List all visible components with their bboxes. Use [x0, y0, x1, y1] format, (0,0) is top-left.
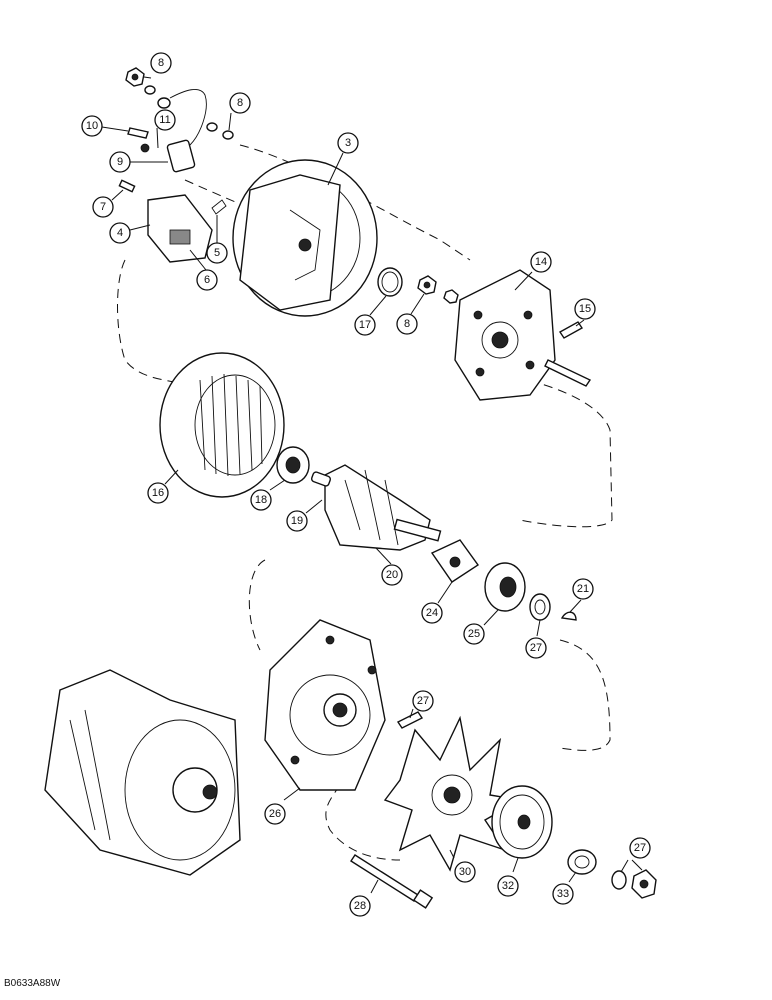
callout-27a: 27 — [525, 637, 547, 659]
callout-label: 28 — [354, 900, 366, 912]
callout-8a: 8 — [150, 52, 172, 74]
housing-screw-part — [396, 711, 424, 729]
callout-label: 27 — [634, 842, 646, 854]
callout-label: 8 — [404, 318, 410, 330]
callout-10: 10 — [81, 115, 103, 137]
callout-label: 8 — [237, 97, 243, 109]
callout-label: 32 — [502, 880, 514, 892]
callout-8b: 8 — [229, 92, 251, 114]
callout-8c: 8 — [396, 313, 418, 335]
callout-label: 20 — [386, 569, 398, 581]
callout-6: 6 — [196, 269, 218, 291]
callout-label: 8 — [158, 57, 164, 69]
callout-label: 25 — [468, 628, 480, 640]
callout-4: 4 — [109, 222, 131, 244]
stator-part — [159, 352, 285, 498]
callout-3: 3 — [337, 132, 359, 154]
callout-11: 11 — [154, 109, 176, 131]
callout-label: 11 — [159, 114, 170, 126]
callout-label: 24 — [426, 607, 438, 619]
front-bearing-part — [484, 562, 526, 612]
callout-7: 7 — [92, 196, 114, 218]
woodruff-key-part — [560, 611, 577, 621]
brush-holder-part — [118, 179, 227, 263]
callout-label: 18 — [255, 494, 267, 506]
callout-14: 14 — [530, 251, 552, 273]
callout-label: 19 — [291, 515, 303, 527]
callout-label: 33 — [557, 888, 569, 900]
callout-15: 15 — [574, 298, 596, 320]
callout-17: 17 — [354, 314, 376, 336]
callout-label: 16 — [152, 487, 164, 499]
bearing-part — [276, 446, 310, 484]
pulley-part — [491, 785, 553, 859]
rectifier-part — [454, 269, 556, 401]
callout-20: 20 — [381, 564, 403, 586]
callout-label: 7 — [100, 201, 106, 213]
callout-33: 33 — [552, 883, 574, 905]
callout-label: 4 — [117, 227, 123, 239]
callout-label: 21 — [577, 583, 589, 595]
callout-label: 6 — [204, 274, 210, 286]
callout-25: 25 — [463, 623, 485, 645]
terminal-lead-part — [127, 88, 207, 173]
callout-24: 24 — [421, 602, 443, 624]
callout-label: 10 — [86, 120, 98, 132]
fan-part — [383, 715, 523, 872]
assembly-guide-lines — [117, 144, 613, 861]
callout-label: 5 — [214, 247, 220, 259]
rotor-part — [310, 464, 442, 551]
callout-label: 27 — [530, 642, 542, 654]
callout-label: 9 — [117, 156, 123, 168]
assembled-alternator-view — [44, 669, 241, 876]
callout-27b: 27 — [412, 690, 434, 712]
callout-label: 3 — [345, 137, 351, 149]
callout-21: 21 — [572, 578, 594, 600]
leader-lines — [101, 76, 643, 894]
callout-26: 26 — [264, 803, 286, 825]
rear-housing-part — [232, 159, 378, 317]
callout-label: 15 — [579, 303, 591, 315]
callout-27c: 27 — [629, 837, 651, 859]
callout-label: 17 — [359, 319, 371, 331]
callout-label: 14 — [535, 256, 547, 268]
callout-28: 28 — [349, 895, 371, 917]
pulley-nut-part — [611, 869, 657, 899]
callout-32: 32 — [497, 875, 519, 897]
callout-18: 18 — [250, 489, 272, 511]
callout-label: 26 — [269, 808, 281, 820]
spacer-ring-part — [529, 593, 551, 621]
callout-label: 30 — [459, 866, 471, 878]
callout-label: 27 — [417, 695, 429, 707]
pulley-spacer-part — [567, 849, 597, 875]
callout-9: 9 — [109, 151, 131, 173]
retainer-plate-part — [430, 539, 479, 583]
figure-code: B0633A88W — [4, 978, 61, 989]
callout-19: 19 — [286, 510, 308, 532]
small-nut-parts — [125, 67, 459, 304]
callout-5: 5 — [206, 242, 228, 264]
front-housing-part — [264, 619, 386, 791]
through-bolt-part — [350, 854, 434, 909]
o-ring-part — [377, 267, 403, 297]
callout-16: 16 — [147, 482, 169, 504]
callout-30: 30 — [454, 861, 476, 883]
